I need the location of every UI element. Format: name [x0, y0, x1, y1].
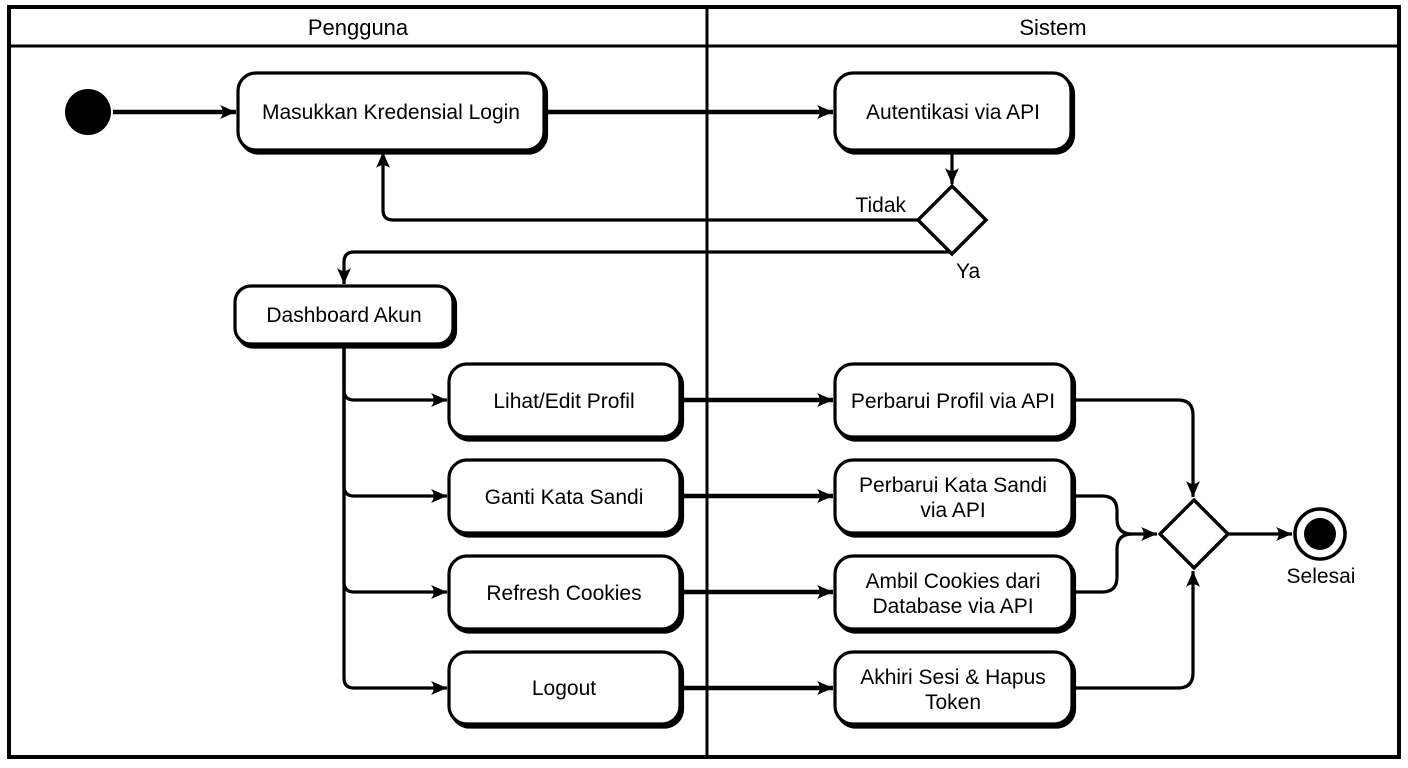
svg-text:Akhiri Sesi & Hapus: Akhiri Sesi & Hapus — [860, 666, 1046, 689]
svg-text:Ganti Kata Sandi: Ganti Kata Sandi — [485, 486, 644, 509]
activity-akhiri-sesi: Akhiri Sesi & Hapus Token — [833, 650, 1077, 729]
start-node — [65, 89, 111, 135]
edge-decision-tidak-return — [376, 152, 918, 222]
lane-label-pengguna: Pengguna — [308, 15, 409, 40]
edge-decision-ya-to-dashboard — [337, 250, 952, 284]
edge-dashboard-to-refresh — [342, 344, 447, 599]
decision-diamond — [915, 183, 989, 257]
svg-text:Dashboard Akun: Dashboard Akun — [266, 304, 421, 327]
guard-label-tidak: Tidak — [855, 194, 906, 217]
edge-ambil-cookies-to-merge — [1072, 532, 1133, 594]
svg-text:Database via API: Database via API — [872, 595, 1033, 618]
diagram-border — [7, 5, 1401, 759]
lane-label-sistem: Sistem — [1019, 15, 1086, 40]
svg-text:Logout: Logout — [532, 677, 596, 700]
edge-perbarui-profil-to-merge — [1072, 398, 1200, 497]
end-node-label: Selesai — [1287, 565, 1356, 588]
activity-masukkan-kredensial: Masukkan Kredensial Login — [236, 71, 549, 155]
edge-dashboard-to-lihat — [342, 344, 447, 407]
edge-dashboard-to-logout — [342, 344, 447, 695]
edge-dashboard-to-ganti — [342, 344, 447, 503]
svg-text:Masukkan Kredensial Login: Masukkan Kredensial Login — [262, 101, 520, 124]
svg-text:Lihat/Edit Profil: Lihat/Edit Profil — [493, 390, 634, 413]
activity-perbarui-profil: Perbarui Profil via API — [833, 362, 1077, 442]
merge-diamond — [1157, 497, 1231, 571]
svg-text:Perbarui Kata Sandi: Perbarui Kata Sandi — [859, 474, 1047, 497]
end-node — [1293, 507, 1347, 561]
activity-ganti-kata-sandi: Ganti Kata Sandi — [447, 458, 685, 538]
activity-autentikasi-api: Autentikasi via API — [833, 71, 1076, 155]
activity-ambil-cookies: Ambil Cookies dari Database via API — [833, 554, 1077, 634]
svg-text:via API: via API — [920, 499, 985, 522]
edge-akhiri-to-merge — [1072, 571, 1200, 690]
svg-text:Refresh Cookies: Refresh Cookies — [486, 582, 641, 605]
activity-logout: Logout — [447, 650, 685, 729]
svg-text:Perbarui Profil via API: Perbarui Profil via API — [851, 390, 1055, 413]
guard-label-ya: Ya — [956, 260, 980, 283]
activity-dashboard-akun: Dashboard Akun — [233, 284, 458, 349]
activity-perbarui-kata-sandi: Perbarui Kata Sandi via API — [833, 458, 1077, 538]
activity-refresh-cookies: Refresh Cookies — [447, 554, 685, 634]
svg-text:Token: Token — [925, 691, 981, 714]
edge-perbarui-sandi-to-merge — [1072, 494, 1157, 541]
svg-text:Ambil Cookies dari: Ambil Cookies dari — [865, 570, 1040, 593]
activity-lihat-edit-profil: Lihat/Edit Profil — [447, 362, 685, 442]
svg-text:Autentikasi via API: Autentikasi via API — [866, 101, 1040, 124]
